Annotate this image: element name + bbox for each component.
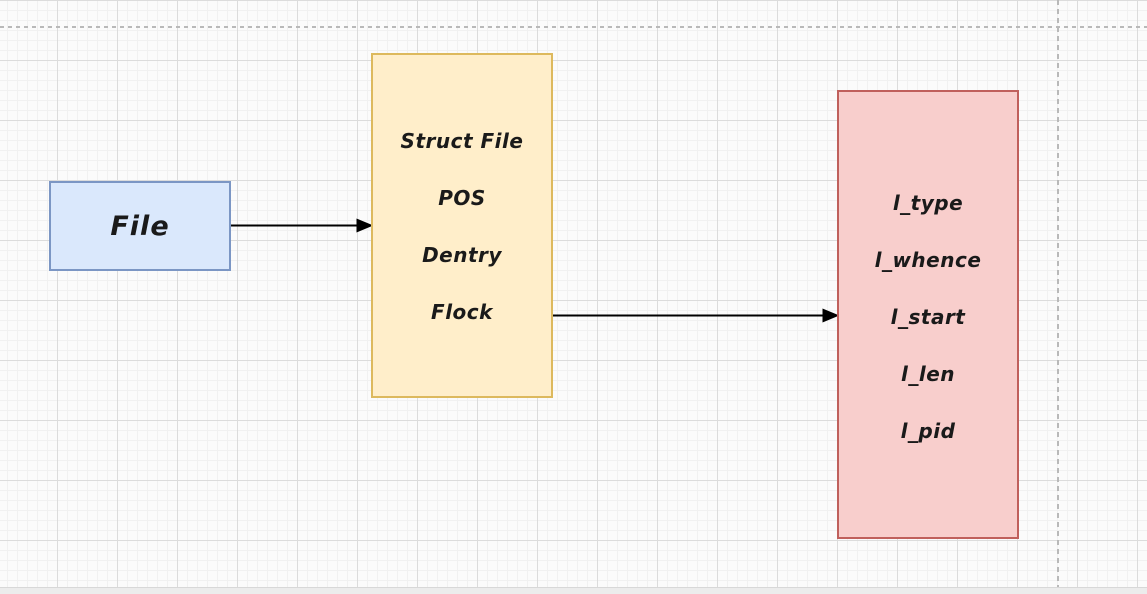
canvas-bottom-edge — [0, 587, 1147, 594]
field-struct-file: Struct File — [400, 129, 524, 153]
field-l-whence: l_whence — [874, 247, 982, 272]
field-dentry: Dentry — [422, 243, 502, 267]
field-l-pid: l_pid — [900, 418, 956, 443]
node-flock-struct[interactable]: l_type l_whence l_start l_len l_pid — [837, 90, 1019, 539]
arrowhead-icon — [822, 308, 840, 323]
field-l-start: l_start — [890, 304, 966, 329]
connector-flock-to-flock-struct[interactable] — [553, 308, 840, 323]
page-break-line-vertical — [1057, 0, 1059, 594]
field-flock: Flock — [431, 300, 493, 324]
arrowhead-icon — [356, 218, 374, 233]
node-struct-file-fields: Struct File POS Dentry Flock — [373, 110, 551, 341]
node-file[interactable]: File — [49, 181, 231, 271]
node-struct-file[interactable]: Struct File POS Dentry Flock — [371, 53, 553, 398]
page-break-line-horizontal — [0, 26, 1147, 28]
field-l-type: l_type — [892, 190, 964, 215]
field-l-len: l_len — [900, 361, 955, 386]
field-pos: POS — [438, 186, 486, 210]
connector-file-to-struct-file[interactable] — [231, 218, 374, 233]
node-flock-struct-fields: l_type l_whence l_start l_len l_pid — [839, 170, 1017, 460]
node-file-label: File — [110, 210, 170, 242]
